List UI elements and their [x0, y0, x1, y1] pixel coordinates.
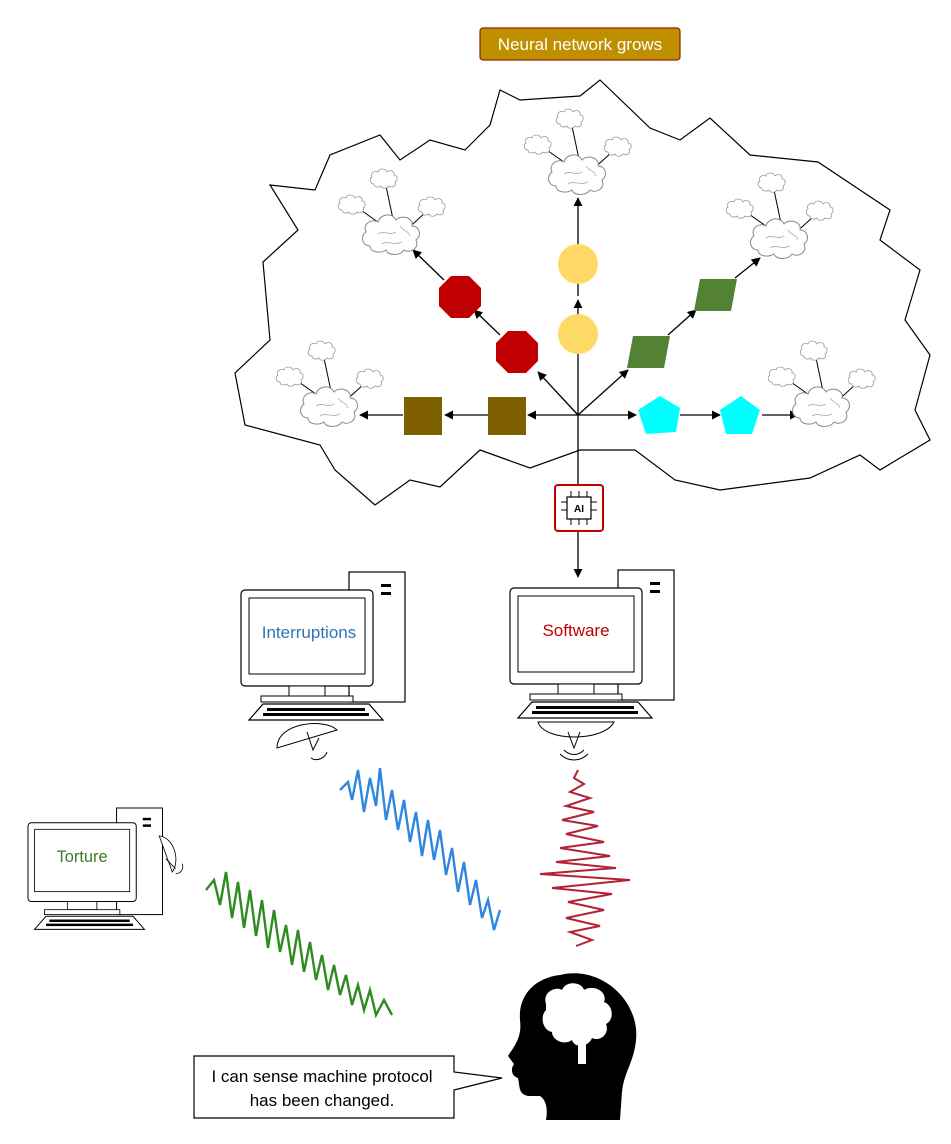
green-signal-wave	[205, 871, 394, 1019]
brain-cluster-right	[768, 341, 875, 427]
interruptions-computer: Interruptions	[240, 571, 406, 761]
title-label: Neural network grows	[498, 35, 662, 54]
brain-cluster-right-upper	[726, 173, 833, 259]
software-computer: Software	[509, 569, 675, 761]
pentagon-node-1	[638, 396, 680, 434]
pentagon-node-2	[720, 396, 760, 434]
brain-cluster-left	[276, 341, 383, 427]
octagon-node-2	[439, 276, 481, 318]
software-label: Software	[542, 621, 609, 640]
brain-cluster-top	[524, 109, 631, 195]
interruptions-label: Interruptions	[262, 623, 357, 642]
circle-node-1	[558, 314, 598, 354]
cloud-outline	[234, 79, 931, 506]
red-signal-wave	[539, 769, 631, 947]
ai-chip-icon: AI	[554, 484, 604, 532]
circle-node-2	[558, 244, 598, 284]
brain-cluster-left-upper	[338, 169, 445, 255]
network-arrows	[359, 197, 799, 578]
parallelogram-node-2	[694, 279, 737, 311]
speech-line-1: I can sense machine protocol	[211, 1067, 432, 1086]
torture-label: Torture	[57, 848, 108, 866]
title-box: Neural network grows	[479, 27, 681, 61]
square-node-1	[488, 397, 526, 435]
square-node-2	[404, 397, 442, 435]
blue-signal-wave	[339, 767, 502, 931]
parallelogram-node-1	[627, 336, 670, 368]
speech-bubble: I can sense machine protocol has been ch…	[193, 1055, 503, 1119]
octagon-node-1	[496, 331, 538, 373]
network-nodes	[404, 244, 760, 435]
human-head-icon	[508, 973, 637, 1120]
ai-chip-label: AI	[574, 504, 584, 515]
speech-line-2: has been changed.	[250, 1091, 395, 1110]
torture-computer: Torture	[27, 807, 184, 930]
